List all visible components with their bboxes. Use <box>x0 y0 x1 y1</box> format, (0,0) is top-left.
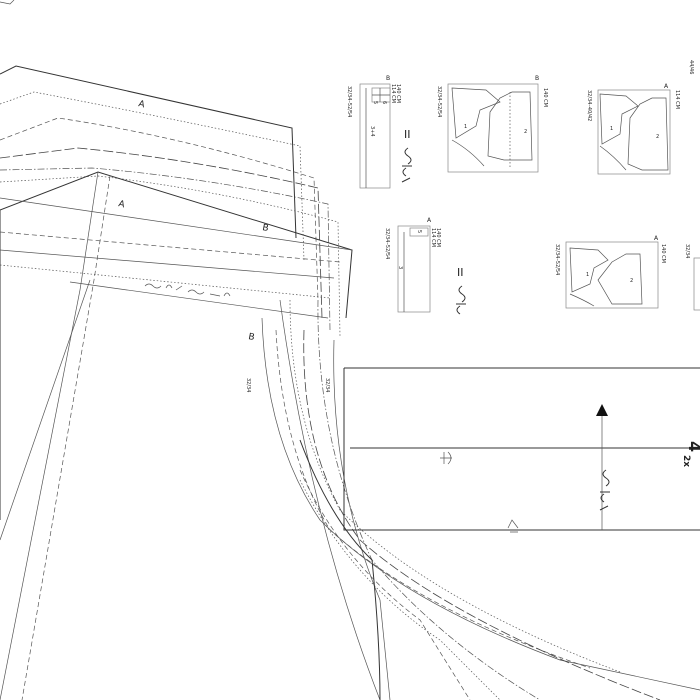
grain-number: 4 <box>685 441 700 452</box>
legend-2-size-range: 32/34–52/54 <box>384 228 390 259</box>
grain-script <box>599 469 610 511</box>
grain-mark: 2x <box>681 455 691 467</box>
label-b-2: B <box>247 332 255 343</box>
layout-thumb-3: 1 2 32/34–52/54 140 CM A <box>554 235 666 309</box>
legend-1-mark-1: 5 <box>372 101 378 104</box>
legend-2-roman: II <box>457 266 464 279</box>
label-a-top: A <box>137 99 146 110</box>
corner-mark <box>0 0 15 5</box>
notch-mark <box>507 519 519 533</box>
size-line-2: 32/34 <box>324 378 330 392</box>
layout-1-side: B <box>535 75 539 82</box>
layout-1-part-2: 2 <box>524 129 527 135</box>
layout-2-part-1: 1 <box>610 126 613 132</box>
legend-2-side: A <box>427 217 432 224</box>
legend-1-count: 3+4 <box>369 126 375 137</box>
label-b-1: B <box>261 223 269 234</box>
layout-2-size: 32/34–40/42 <box>586 90 592 121</box>
layout-2-extra: 44/46 <box>688 60 694 74</box>
layout-3-part-1: 1 <box>586 272 589 278</box>
layout-thumb-4: 32/34 <box>684 244 700 311</box>
script-lettering <box>144 283 231 297</box>
layout-3-size: 32/34–52/54 <box>554 244 560 275</box>
legend-1-roman: II <box>404 128 411 141</box>
legend-2-count: 3 <box>397 266 403 269</box>
grain-arrow-icon <box>596 404 608 416</box>
layout-thumb-2: 1 2 32/34–40/42 114 CM A 44/46 <box>586 60 694 175</box>
layout-1-size: 32/34–52/54 <box>436 86 442 117</box>
layout-3-part-2: 2 <box>630 278 633 284</box>
cutting-legend-2: A 114 CM 140 CM 32/34–52/54 5 3 II <box>384 217 466 315</box>
legend-1-script <box>401 147 412 183</box>
layout-thumb-1: 1 2 32/34–52/54 140 CM B <box>436 75 548 173</box>
legend-2-script <box>456 285 466 315</box>
cutting-legend-1: B 114 CM 140 CM 32/34–52/54 5 6 3+4 II <box>346 75 412 189</box>
legend-1-size-range: 32/34–52/54 <box>346 86 352 117</box>
label-a-mid: A <box>117 199 126 210</box>
legend-2-width-2: 140 CM <box>435 228 441 247</box>
layout-2-width: 114 CM <box>674 90 680 109</box>
layout-4-size: 32/34 <box>684 244 690 258</box>
legend-1-mark-2: 6 <box>381 101 387 104</box>
layout-2-part-2: 2 <box>656 134 659 140</box>
grain-piece: 4 2x <box>343 367 700 533</box>
layout-1-width: 140 CM <box>542 88 548 107</box>
piece-labels: A A B B 32/34 32/34 <box>117 99 330 392</box>
legend-2-width-1: 114 CM <box>430 228 436 247</box>
legend-1-width-2: 140 CM <box>395 84 401 103</box>
layout-2-side: A <box>664 83 669 90</box>
size-line-1: 32/34 <box>245 378 251 392</box>
trouser-piece-outlines <box>0 65 700 700</box>
layout-1-part-1: 1 <box>464 124 467 130</box>
layout-3-side: A <box>654 235 659 242</box>
legend-1-side: B <box>386 75 390 82</box>
legend-1-width-1: 114 CM <box>390 84 396 103</box>
layout-3-width: 140 CM <box>660 244 666 263</box>
legend-2-mark-1: 5 <box>416 230 422 233</box>
fold-script <box>440 451 452 465</box>
